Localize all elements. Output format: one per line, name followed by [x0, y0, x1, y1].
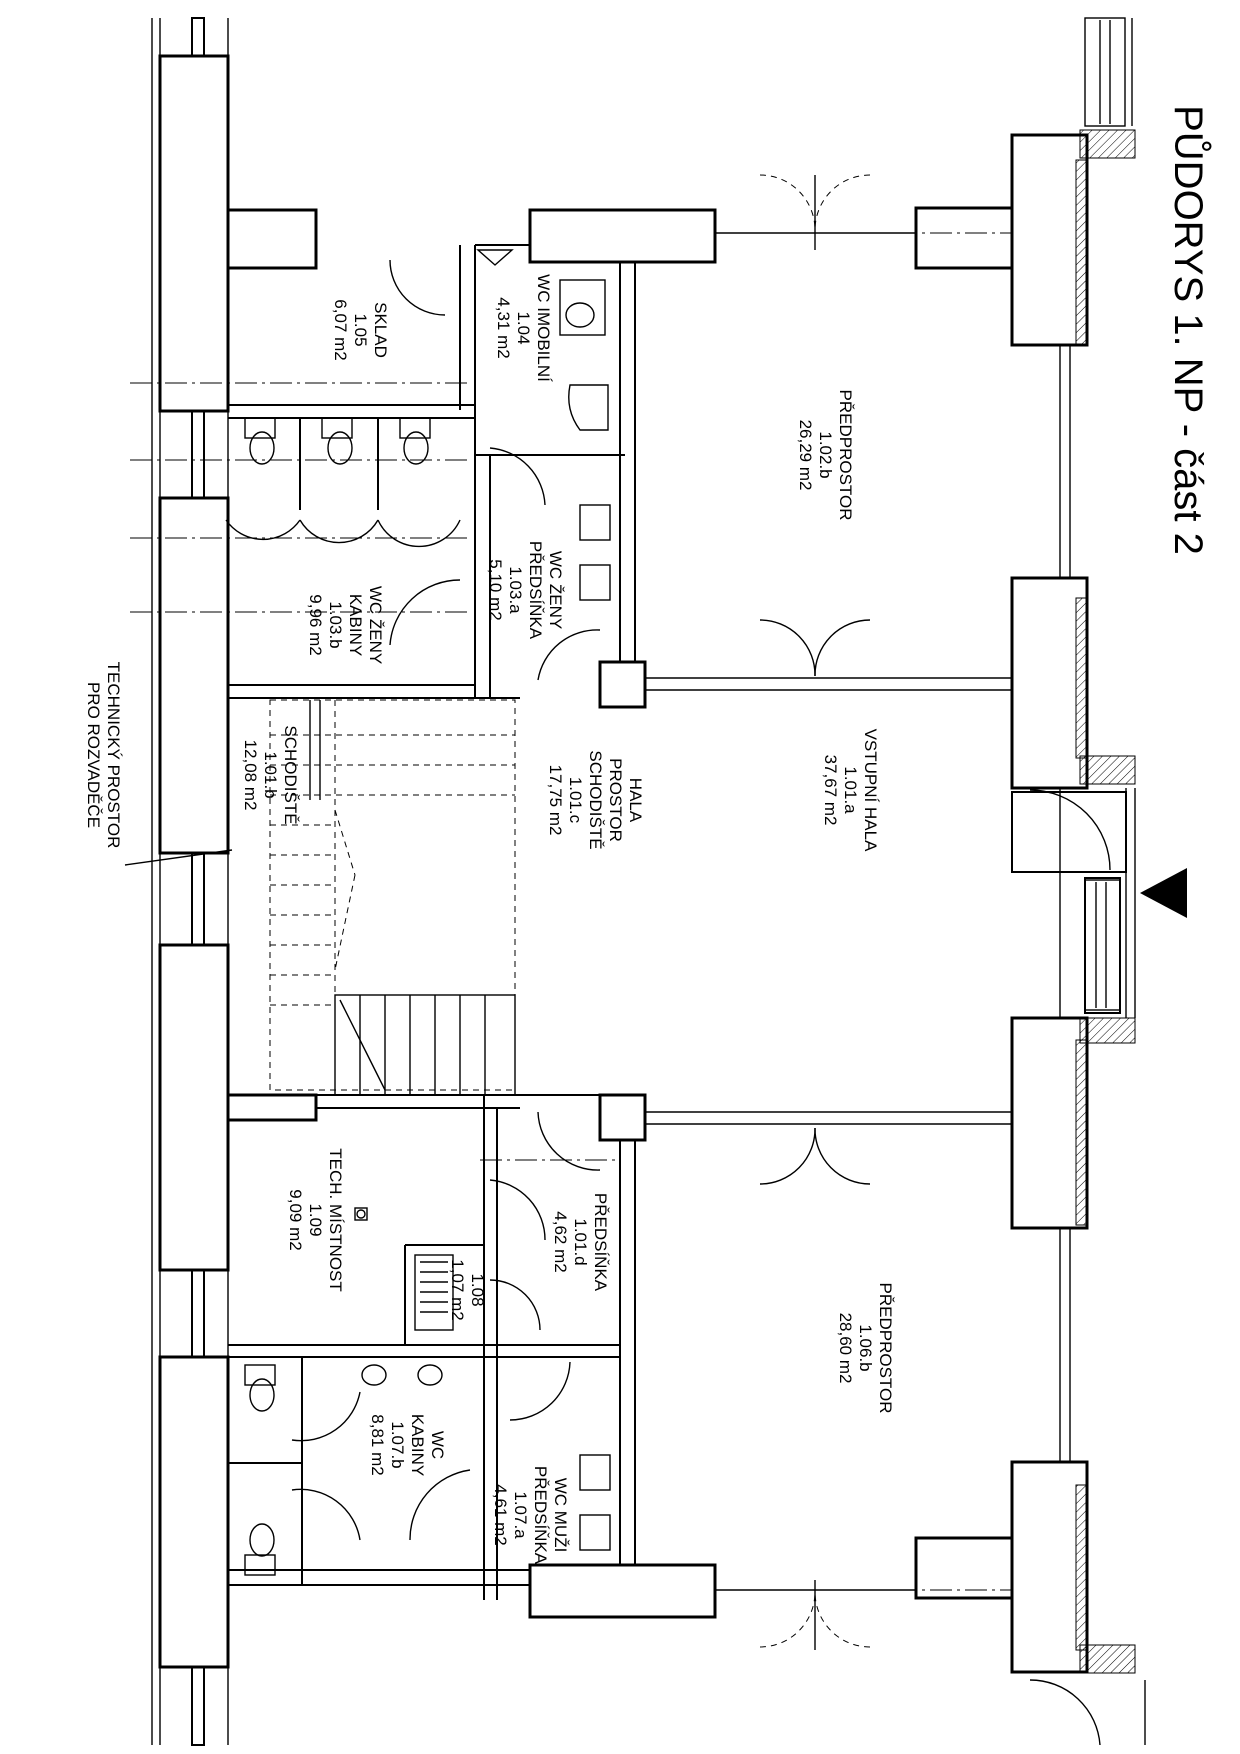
railing-middle: [1084, 879, 1121, 1011]
svg-text:1.02.b: 1.02.b: [816, 431, 835, 478]
svg-text:PŘEDPROSTOR: PŘEDPROSTOR: [836, 390, 855, 521]
svg-text:WC ŽENY: WC ŽENY: [546, 551, 565, 629]
svg-text:SKLAD: SKLAD: [371, 302, 390, 358]
svg-text:PŘEDPROSTOR: PŘEDPROSTOR: [876, 1283, 895, 1414]
room-label-tech-mistnost: TECH. MÍSTNOST 1.09 9,09 m2: [286, 1148, 345, 1292]
callout-technicky-prostor: TECHNICKÝ PROSTOR PRO ROZVADĚČE: [84, 662, 123, 849]
left-exterior-wall: [151, 17, 230, 1746]
entrance-arrow-icon: [1140, 868, 1187, 918]
interior-walls: [226, 208, 636, 1600]
grid-axes: [130, 232, 1012, 1591]
entry-doors: [759, 174, 871, 1650]
svg-text:17,75 m2: 17,75 m2: [546, 765, 565, 836]
drawing-title: PŮDORYS 1. NP - část 2: [1166, 105, 1213, 555]
room-label-wc-muzi-predsinka: WC MUŽI PŘEDSÍŇKA 1.07.a 4,61 m2: [491, 1466, 570, 1565]
svg-text:26,29 m2: 26,29 m2: [796, 420, 815, 491]
svg-text:TECHNICKÝ PROSTOR: TECHNICKÝ PROSTOR: [104, 662, 123, 849]
wc-imobilni-fixtures: [476, 249, 609, 506]
wc-zeny-cubicles: [225, 417, 461, 646]
svg-text:4,61 m2: 4,61 m2: [491, 1484, 510, 1545]
svg-text:1.07.a: 1.07.a: [511, 1491, 530, 1539]
room-label-wc-zeny-predsinka: WC ŽENY PŘEDSÍŇKA 1.03.a 5,10 m2: [486, 541, 565, 640]
svg-text:1.01.d: 1.01.d: [571, 1218, 590, 1265]
room-label-vstupni-hala: VSTUPNÍ HALA 1.01.a 37,67 m2: [821, 729, 880, 852]
svg-text:SCHODIŠTĚ: SCHODIŠTĚ: [281, 725, 300, 824]
svg-text:4,31 m2: 4,31 m2: [494, 297, 513, 358]
svg-text:PRO ROZVADĚČE: PRO ROZVADĚČE: [84, 682, 103, 828]
svg-text:KABINY: KABINY: [346, 594, 365, 656]
room-label-sklad: SKLAD 1.05 6,07 m2: [331, 299, 390, 360]
tech-room-details: [354, 1207, 454, 1331]
svg-text:1.01.a: 1.01.a: [841, 766, 860, 814]
svg-text:PŘEDSÍŇKA: PŘEDSÍŇKA: [531, 1466, 550, 1565]
railing-top: [1084, 17, 1126, 127]
svg-text:1.04: 1.04: [514, 311, 533, 344]
svg-text:WC IMOBILNÍ: WC IMOBILNÍ: [534, 274, 553, 382]
room-label-hala-prostor-schodiste: HALA PROSTOR SCHODIŠTĚ 1.01.c 17,75 m2: [546, 750, 645, 849]
room-label-predsinka-101d: PŘEDSÍŇKA 1.01.d 4,62 m2: [551, 1193, 610, 1292]
svg-text:28,60 m2: 28,60 m2: [836, 1313, 855, 1384]
facade-piers: [528, 206, 1014, 1619]
svg-text:8,81 m2: 8,81 m2: [368, 1414, 387, 1475]
washbasins: [579, 504, 611, 1551]
svg-text:PROSTOR: PROSTOR: [606, 758, 625, 842]
room-label-wc-kabiny: WC KABINY 1.07.b 8,81 m2: [368, 1414, 447, 1476]
svg-text:1.01.b: 1.01.b: [261, 751, 280, 798]
svg-text:WC: WC: [428, 1431, 447, 1459]
svg-text:1.01.c: 1.01.c: [566, 777, 585, 824]
svg-text:6,07 m2: 6,07 m2: [331, 299, 350, 360]
svg-text:TECH. MÍSTNOST: TECH. MÍSTNOST: [326, 1148, 345, 1292]
svg-text:1.08: 1.08: [468, 1273, 487, 1306]
svg-text:PŘEDSÍŇKA: PŘEDSÍŇKA: [591, 1193, 610, 1292]
svg-text:1.06.b: 1.06.b: [856, 1324, 875, 1371]
door-swings: [389, 259, 1111, 1746]
svg-text:HALA: HALA: [626, 778, 645, 823]
svg-text:1.07.b: 1.07.b: [388, 1421, 407, 1468]
svg-text:VSTUPNÍ HALA: VSTUPNÍ HALA: [861, 729, 880, 852]
svg-text:PŮDORYS 1. NP - část 2: PŮDORYS 1. NP - část 2: [1166, 105, 1213, 555]
svg-text:SCHODIŠTĚ: SCHODIŠTĚ: [586, 750, 605, 849]
svg-text:5,10 m2: 5,10 m2: [486, 559, 505, 620]
callout-leader: [124, 849, 233, 866]
room-label-schodiste: SCHODIŠTĚ 1.01.b 12,08 m2: [241, 725, 300, 824]
svg-text:37,67 m2: 37,67 m2: [821, 755, 840, 826]
room-label-wc-imobilni: WC IMOBILNÍ 1.04 4,31 m2: [494, 274, 553, 382]
svg-text:1.03.a: 1.03.a: [506, 566, 525, 614]
svg-text:1.05: 1.05: [351, 313, 370, 346]
room-label-wc-zeny-kabiny: WC ŽENY KABINY 1.03.b 9,96 m2: [306, 586, 385, 664]
svg-text:1,07 m2: 1,07 m2: [448, 1259, 467, 1320]
room-label-108: 1.08 1,07 m2: [448, 1259, 487, 1320]
svg-text:9,96 m2: 9,96 m2: [306, 594, 325, 655]
svg-text:4,62 m2: 4,62 m2: [551, 1211, 570, 1272]
svg-text:12,08 m2: 12,08 m2: [241, 740, 260, 811]
svg-text:9,09 m2: 9,09 m2: [286, 1189, 305, 1250]
right-exterior-wall: [1010, 17, 1146, 1745]
wc-muzi-cubicles: [244, 1364, 471, 1576]
room-label-predprostor-102b: PŘEDPROSTOR 1.02.b 26,29 m2: [796, 390, 855, 521]
svg-text:PŘEDSÍŇKA: PŘEDSÍŇKA: [526, 541, 545, 640]
room-label-predprostor-106b: PŘEDPROSTOR 1.06.b 28,60 m2: [836, 1283, 895, 1414]
svg-text:1.03.b: 1.03.b: [326, 601, 345, 648]
staircase: [269, 699, 516, 1096]
svg-text:WC ŽENY: WC ŽENY: [366, 586, 385, 664]
svg-text:WC MUŽI: WC MUŽI: [551, 1478, 570, 1553]
svg-text:KABINY: KABINY: [408, 1414, 427, 1476]
svg-text:1.09: 1.09: [306, 1203, 325, 1236]
